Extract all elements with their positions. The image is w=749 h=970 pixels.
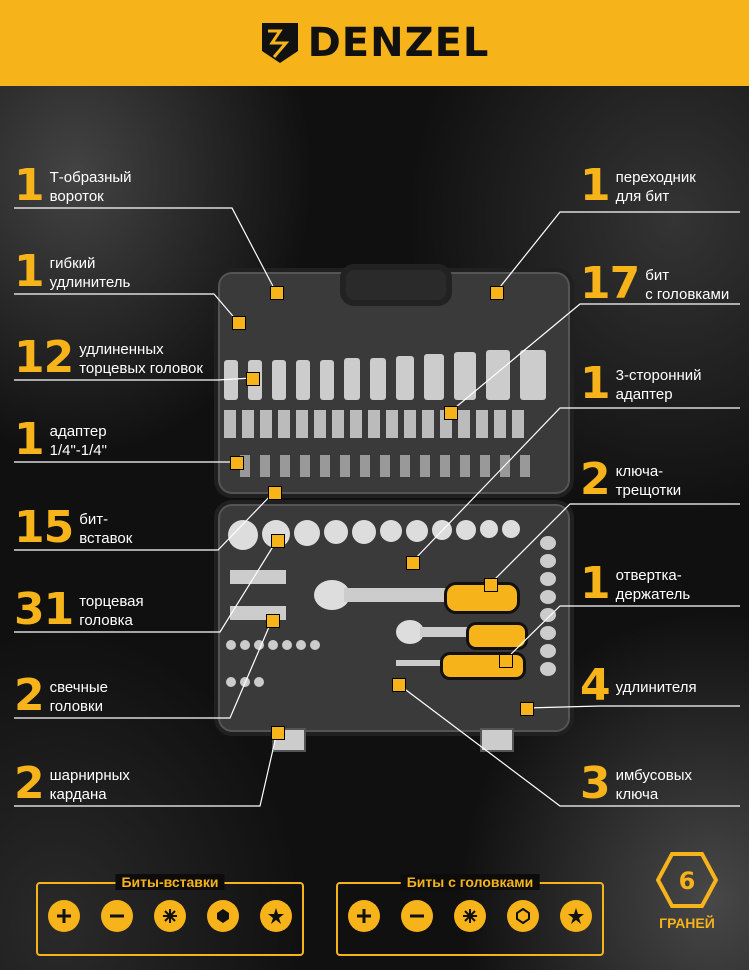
case-handle — [340, 264, 452, 306]
label-hex-keys: 3 имбусовых ключа — [580, 762, 692, 806]
marker-hex-keys — [392, 678, 406, 692]
long-sockets-row — [224, 350, 554, 400]
legend-bits-title: Биты-вставки — [115, 874, 225, 890]
count: 2 — [14, 670, 45, 721]
count: 17 — [580, 258, 640, 309]
count: 1 — [14, 160, 45, 211]
hex-number: 6 — [679, 867, 696, 895]
count: 4 — [580, 660, 611, 711]
marker-ratchets — [484, 578, 498, 592]
slotted-icon — [101, 900, 134, 932]
bit-sockets-row — [224, 410, 554, 440]
legend-bits: Биты-вставки — [36, 874, 304, 956]
hex-icon — [206, 900, 239, 932]
torx-icon — [559, 900, 592, 932]
marker-sockets — [271, 534, 285, 548]
count: 1 — [580, 358, 611, 409]
label-ratchets: 2 ключа- трещотки — [580, 458, 681, 502]
description: бит- вставок — [79, 511, 133, 547]
brand-name: DENZEL — [307, 20, 490, 66]
count: 1 — [14, 246, 45, 297]
slotted-icon — [401, 900, 434, 932]
label-bit-adapter: 1 переходник для бит — [580, 164, 696, 208]
denzel-emblem-icon — [261, 23, 298, 63]
marker-universal — [271, 726, 285, 740]
description: Т-образный вороток — [49, 169, 132, 205]
count: 12 — [14, 332, 74, 383]
brand-logo: DENZEL — [260, 20, 490, 66]
label-bit-sockets: 17 бит с головками — [580, 262, 729, 306]
label-screwdriver: 1 отвертка- держатель — [580, 562, 690, 606]
hex-icon — [506, 900, 539, 932]
legend-bit-sockets: Биты с головками — [336, 874, 604, 956]
description: переходник для бит — [615, 169, 696, 205]
description: имбусовых ключа — [615, 767, 693, 803]
pozidriv-icon — [453, 900, 486, 932]
description: удлиненных торцевых головок — [79, 341, 203, 377]
sockets-row — [228, 520, 528, 550]
hexagon-icon: 6 — [655, 852, 719, 908]
label-universal: 2 шарнирных кардана — [14, 762, 130, 806]
header-bar: DENZEL — [0, 0, 749, 86]
count: 1 — [14, 414, 45, 465]
socket-column-right — [540, 536, 556, 706]
label-extensions: 4 удлинителя — [580, 664, 697, 708]
phillips-icon — [48, 900, 81, 932]
description: отвертка- держатель — [615, 567, 691, 603]
label-long-sockets: 12 удлиненных торцевых головок — [14, 336, 203, 380]
marker-3way — [406, 556, 420, 570]
description: ключа- трещотки — [615, 463, 682, 499]
count: 15 — [14, 502, 74, 553]
case-latch-right — [480, 728, 514, 752]
label-bits: 15 бит- вставок — [14, 506, 132, 550]
label-spark: 2 свечные головки — [14, 674, 108, 718]
marker-bit-adapter — [490, 286, 504, 300]
description: шарнирных кардана — [49, 767, 130, 803]
marker-adapter — [230, 456, 244, 470]
description: адаптер 1/4"-1/4" — [49, 423, 107, 459]
label-t-handle: 1 Т-образный вороток — [14, 164, 132, 208]
pozidriv-icon — [153, 900, 186, 932]
description: гибкий удлинитель — [49, 255, 131, 291]
marker-t-handle — [270, 286, 284, 300]
marker-spark — [266, 614, 280, 628]
marker-screwdriver — [499, 654, 513, 668]
description: 3-сторонний адаптер — [615, 367, 702, 403]
torx-icon — [259, 900, 292, 932]
description: свечные головки — [49, 679, 108, 715]
case-latch-left — [272, 728, 306, 752]
marker-bit-sockets — [444, 406, 458, 420]
count: 1 — [580, 558, 611, 609]
count: 2 — [14, 758, 45, 809]
hex-badge: 6 ГРАНЕЙ — [648, 852, 726, 934]
label-sockets: 31 торцевая головка — [14, 588, 144, 632]
label-3way: 1 3-сторонний адаптер — [580, 362, 702, 406]
count: 1 — [580, 160, 611, 211]
count: 3 — [580, 758, 611, 809]
count: 2 — [580, 454, 611, 505]
label-flex-ext: 1 гибкий удлинитель — [14, 250, 130, 294]
marker-long-sockets — [246, 372, 260, 386]
hex-caption: ГРАНЕЙ — [659, 915, 715, 931]
phillips-icon — [348, 900, 381, 932]
marker-flex-ext — [232, 316, 246, 330]
legend-bit-sockets-title: Биты с головками — [400, 874, 540, 890]
description: удлинителя — [615, 679, 697, 696]
marker-bits — [268, 486, 282, 500]
count: 31 — [14, 584, 74, 635]
description: торцевая головка — [79, 593, 144, 629]
ratchet-small — [396, 620, 528, 650]
description: бит с головками — [645, 267, 730, 303]
label-adapter: 1 адаптер 1/4"-1/4" — [14, 418, 107, 462]
marker-extensions — [520, 702, 534, 716]
ratchet-large — [314, 580, 520, 614]
